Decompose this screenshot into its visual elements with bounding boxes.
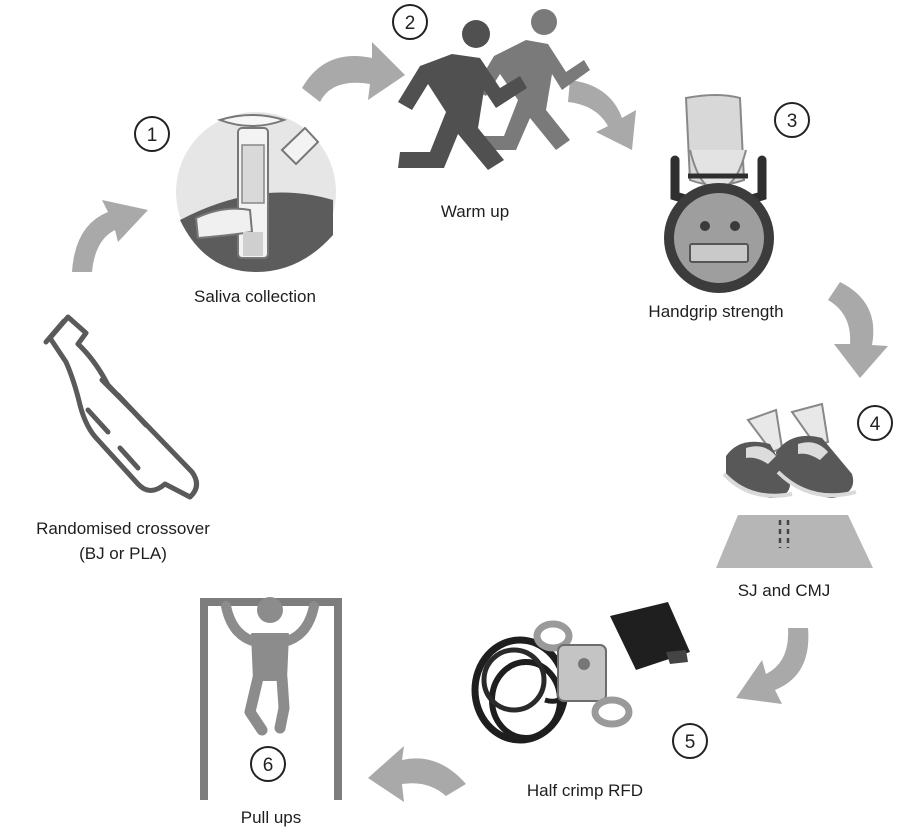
step-2-badge xyxy=(392,4,428,40)
step-5-label: Half crimp RFD xyxy=(527,781,643,800)
flow-arrow-1-to-2 xyxy=(302,42,405,102)
step-1-badge xyxy=(134,116,170,152)
saliva-collection-icon xyxy=(176,112,336,272)
step-3-label: Handgrip strength xyxy=(648,302,783,321)
runners-icon xyxy=(398,9,590,170)
pull-up-bar-icon xyxy=(200,597,342,800)
water-bottle-icon xyxy=(43,314,199,500)
flow-arrow-start-to-1 xyxy=(72,200,148,272)
step-4-number: 4 xyxy=(870,414,881,435)
flow-arrow-5-to-6 xyxy=(368,746,466,802)
step-4-badge xyxy=(857,405,893,441)
step-2-number: 2 xyxy=(405,13,416,34)
jumping-feet-icon xyxy=(716,402,873,568)
flow-arrow-4-to-5 xyxy=(736,628,809,704)
force-sensor-icon xyxy=(471,602,690,744)
step-2-label: Warm up xyxy=(441,202,509,221)
flow-arrow-3-to-4 xyxy=(828,282,888,378)
handgrip-dynamometer-icon xyxy=(664,94,774,293)
step-5-number: 5 xyxy=(685,732,696,753)
step-3-badge xyxy=(774,102,810,138)
flow-arrow-2-to-3 xyxy=(568,80,636,150)
start-label-line1: Randomised crossover xyxy=(36,519,210,538)
step-3-number: 3 xyxy=(787,111,798,132)
step-4-label: SJ and CMJ xyxy=(738,581,831,600)
start-label-line2: (BJ or PLA) xyxy=(79,544,167,563)
step-6-label: Pull ups xyxy=(241,808,301,827)
step-1-number: 1 xyxy=(147,125,158,146)
step-1-label: Saliva collection xyxy=(194,287,316,306)
step-6-number: 6 xyxy=(263,755,274,776)
step-5-badge xyxy=(672,723,708,759)
step-6-badge xyxy=(250,746,286,782)
